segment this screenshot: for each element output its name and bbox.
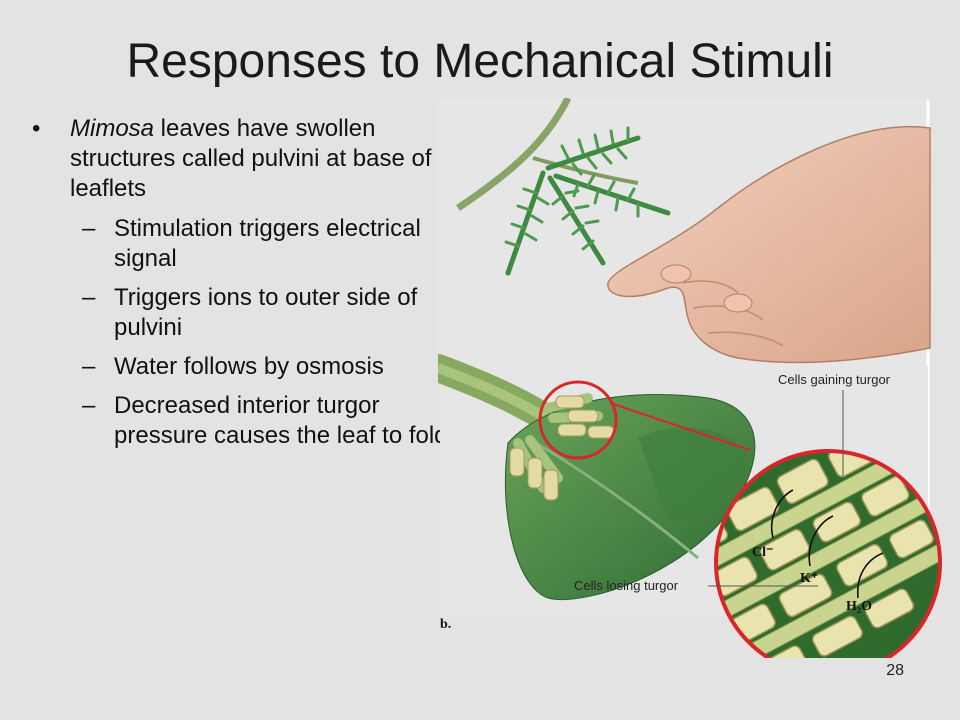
sub-bullet: – Water follows by osmosis	[32, 352, 452, 382]
sub-bullet-text: Water follows by osmosis	[114, 353, 384, 380]
sub-bullet-mark: –	[82, 353, 96, 380]
slide-title: Responses to Mechanical Stimuli	[126, 35, 834, 88]
bullet-list: • Mimosa leaves have swollen structures …	[32, 114, 452, 460]
water-label: H₂O	[846, 599, 872, 614]
label-cells-losing-turgor: Cells losing turgor	[574, 578, 679, 593]
sub-bullet-mark: –	[82, 284, 96, 311]
label-cells-gaining-turgor: Cells gaining turgor	[778, 372, 891, 387]
sub-bullet-text: Decreased interior turgor pressure cause…	[114, 392, 448, 449]
sub-bullet-text: Triggers ions to outer side of pulvini	[114, 284, 418, 341]
panel-letter: b.	[440, 617, 451, 632]
bullet-main: • Mimosa leaves have swollen structures …	[32, 114, 452, 204]
bullet-italic-term: Mimosa	[70, 115, 155, 142]
sub-bullet-text: Stimulation triggers electrical signal	[114, 215, 421, 272]
ion-chloride-label: Cl⁻	[752, 545, 773, 560]
sub-bullet-mark: –	[82, 392, 96, 419]
sub-bullet: – Decreased interior turgor pressure cau…	[32, 391, 452, 451]
page-number: 28	[886, 662, 904, 679]
bullet-main-text: leaves have swollen structures called pu…	[70, 115, 432, 202]
figure-labels: Cells gaining turgor Cells losing turgor…	[440, 372, 891, 632]
sub-bullet-mark: –	[82, 215, 96, 242]
sub-bullet: – Triggers ions to outer side of pulvini	[32, 283, 452, 343]
ion-potassium-label: K⁺	[800, 571, 818, 586]
zoom-circle	[714, 449, 942, 658]
bullet-mark: •	[32, 115, 41, 142]
sub-bullet: – Stimulation triggers electrical signal	[32, 214, 452, 274]
mimosa-figure: Cells gaining turgor Cells losing turgor…	[438, 98, 942, 658]
mimosa-touch-illustration	[438, 98, 931, 618]
